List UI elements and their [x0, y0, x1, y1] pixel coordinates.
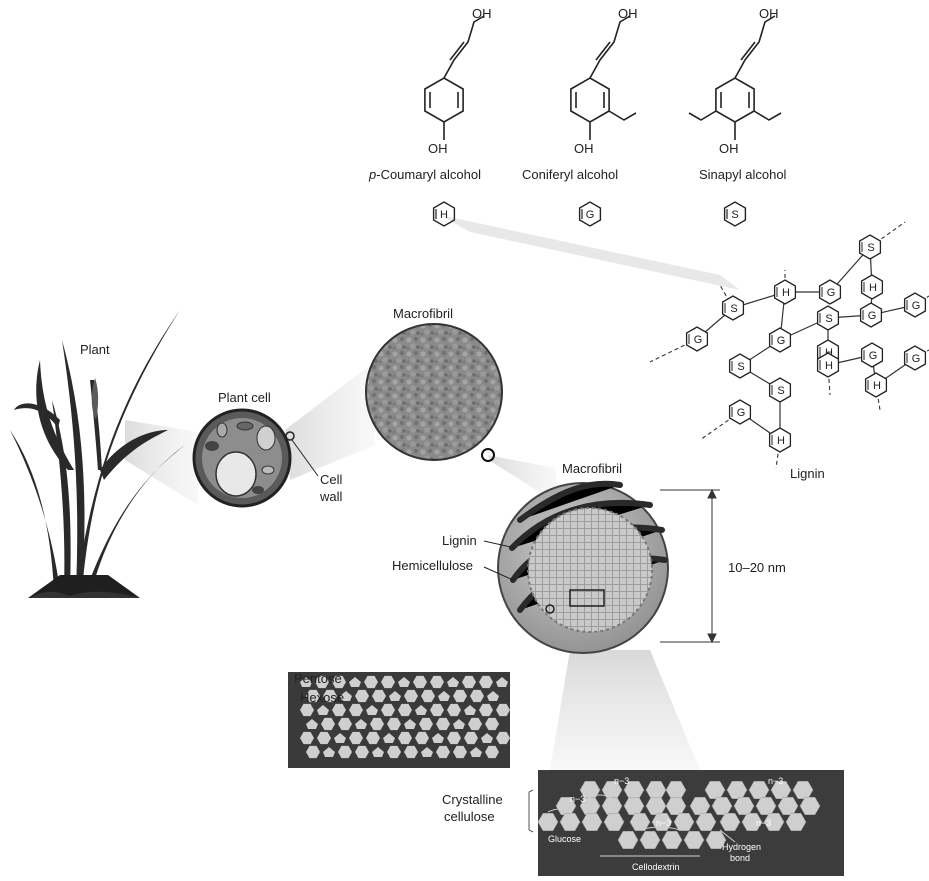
- plant-label: Plant: [80, 342, 110, 357]
- svg-text:H: H: [782, 287, 790, 299]
- lignin-unit-g: G: [862, 343, 883, 367]
- macrofibril-label-2: Macrofibril: [562, 461, 622, 476]
- svg-text:G: G: [777, 335, 786, 347]
- monomer-name-h: p-Coumaryl alcohol: [369, 167, 481, 182]
- dimension-marker: [660, 490, 720, 642]
- svg-text:H: H: [873, 380, 881, 392]
- cellodextrin-label: Cellodextrin: [632, 862, 680, 872]
- monomer-g-oh-bottom: OH: [574, 141, 594, 156]
- svg-text:S: S: [867, 242, 874, 254]
- hydrogen-label: Hydrogen: [722, 842, 761, 852]
- monomer-s-oh-top: OH: [759, 6, 779, 21]
- lignin-unit-s: S: [818, 306, 839, 330]
- macrofibril-1-illustration: [366, 324, 502, 461]
- monomer-unit-letter: H: [440, 209, 448, 221]
- monomer-g-oh-top: OH: [618, 6, 638, 21]
- monomer-name-g: Coniferyl alcohol: [522, 167, 618, 182]
- svg-text:S: S: [825, 313, 832, 325]
- cellulose-panel: [529, 770, 844, 876]
- lignin-unit-s: S: [730, 354, 751, 378]
- cell-wall-label-2: wall: [320, 489, 342, 504]
- hemicellulose-panel: [288, 672, 510, 768]
- monomer-h-oh-top: OH: [472, 6, 492, 21]
- lignin-network: SGHSHGSGGHGSHGSHGGH: [650, 222, 929, 468]
- svg-text:S: S: [737, 361, 744, 373]
- lignin-unit-h: H: [862, 275, 883, 299]
- n3-label-2: n−3: [614, 776, 629, 786]
- hemicellulose-label: Hemicellulose: [392, 558, 473, 573]
- n3-label-4: n−3: [768, 776, 783, 786]
- n3-label-3: n−3: [656, 818, 671, 828]
- svg-text:G: G: [827, 287, 836, 299]
- monomer-s-oh-bottom: OH: [719, 141, 739, 156]
- monomer-s-structure: [689, 16, 781, 140]
- monomer-name-s: Sinapyl alcohol: [699, 167, 786, 182]
- monomer-h-structure: [425, 16, 484, 140]
- lignin-unit-g: G: [861, 303, 882, 327]
- crystalline-label: Crystalline: [442, 792, 503, 807]
- monomer-unit-badge-g: G: [580, 202, 601, 226]
- svg-text:G: G: [912, 353, 921, 365]
- svg-text:H: H: [825, 360, 833, 372]
- plant-cell-label: Plant cell: [218, 390, 271, 405]
- monomer-h-oh-bottom: OH: [428, 141, 448, 156]
- n3-label-5: n−3: [756, 818, 771, 828]
- svg-text:S: S: [777, 385, 784, 397]
- lignin-unit-g: G: [770, 328, 791, 352]
- cellulose-label: cellulose: [444, 809, 495, 824]
- svg-text:G: G: [869, 350, 878, 362]
- monomer-g-structure: [571, 16, 636, 140]
- svg-text:G: G: [694, 334, 703, 346]
- monomer-unit-letter: G: [586, 209, 595, 221]
- lignin-unit-h: H: [818, 353, 839, 377]
- monomer-unit-badge-s: S: [725, 202, 746, 226]
- lignin-unit-h: H: [770, 428, 791, 452]
- glucose-label: Glucose: [548, 834, 581, 844]
- monolignol-structures: HGS: [425, 16, 781, 226]
- macrofibril-2-illustration: [498, 483, 668, 653]
- svg-text:H: H: [869, 282, 877, 294]
- svg-text:H: H: [777, 435, 785, 447]
- pentose-label: Pentose: [294, 671, 342, 686]
- lignin-inner-label: Lignin: [442, 533, 477, 548]
- svg-text:G: G: [737, 407, 746, 419]
- lignin-unit-s: S: [860, 235, 881, 259]
- lignin-unit-g: G: [905, 293, 926, 317]
- svg-text:G: G: [868, 310, 877, 322]
- lignin-unit-h: H: [775, 280, 796, 304]
- dimension-label: 10–20 nm: [728, 560, 786, 575]
- macrofibril-label-1: Macrofibril: [393, 306, 453, 321]
- bond-label: bond: [730, 853, 750, 863]
- monomer-unit-letter: S: [731, 209, 738, 221]
- svg-text:S: S: [730, 303, 737, 315]
- lignin-network-label: Lignin: [790, 466, 825, 481]
- lignin-unit-g: G: [820, 280, 841, 304]
- cell-wall-label-1: Cell: [320, 472, 342, 487]
- lignin-unit-h: H: [866, 373, 887, 397]
- hexose-label: Hexose: [300, 690, 344, 705]
- lignin-unit-s: S: [723, 296, 744, 320]
- lignin-unit-s: S: [770, 378, 791, 402]
- svg-text:G: G: [912, 300, 921, 312]
- lignin-unit-g: G: [905, 346, 926, 370]
- lignin-unit-g: G: [687, 327, 708, 351]
- n3-label-1: n−3: [570, 794, 585, 804]
- lignin-unit-g: G: [730, 400, 751, 424]
- monomer-unit-badge-h: H: [434, 202, 455, 226]
